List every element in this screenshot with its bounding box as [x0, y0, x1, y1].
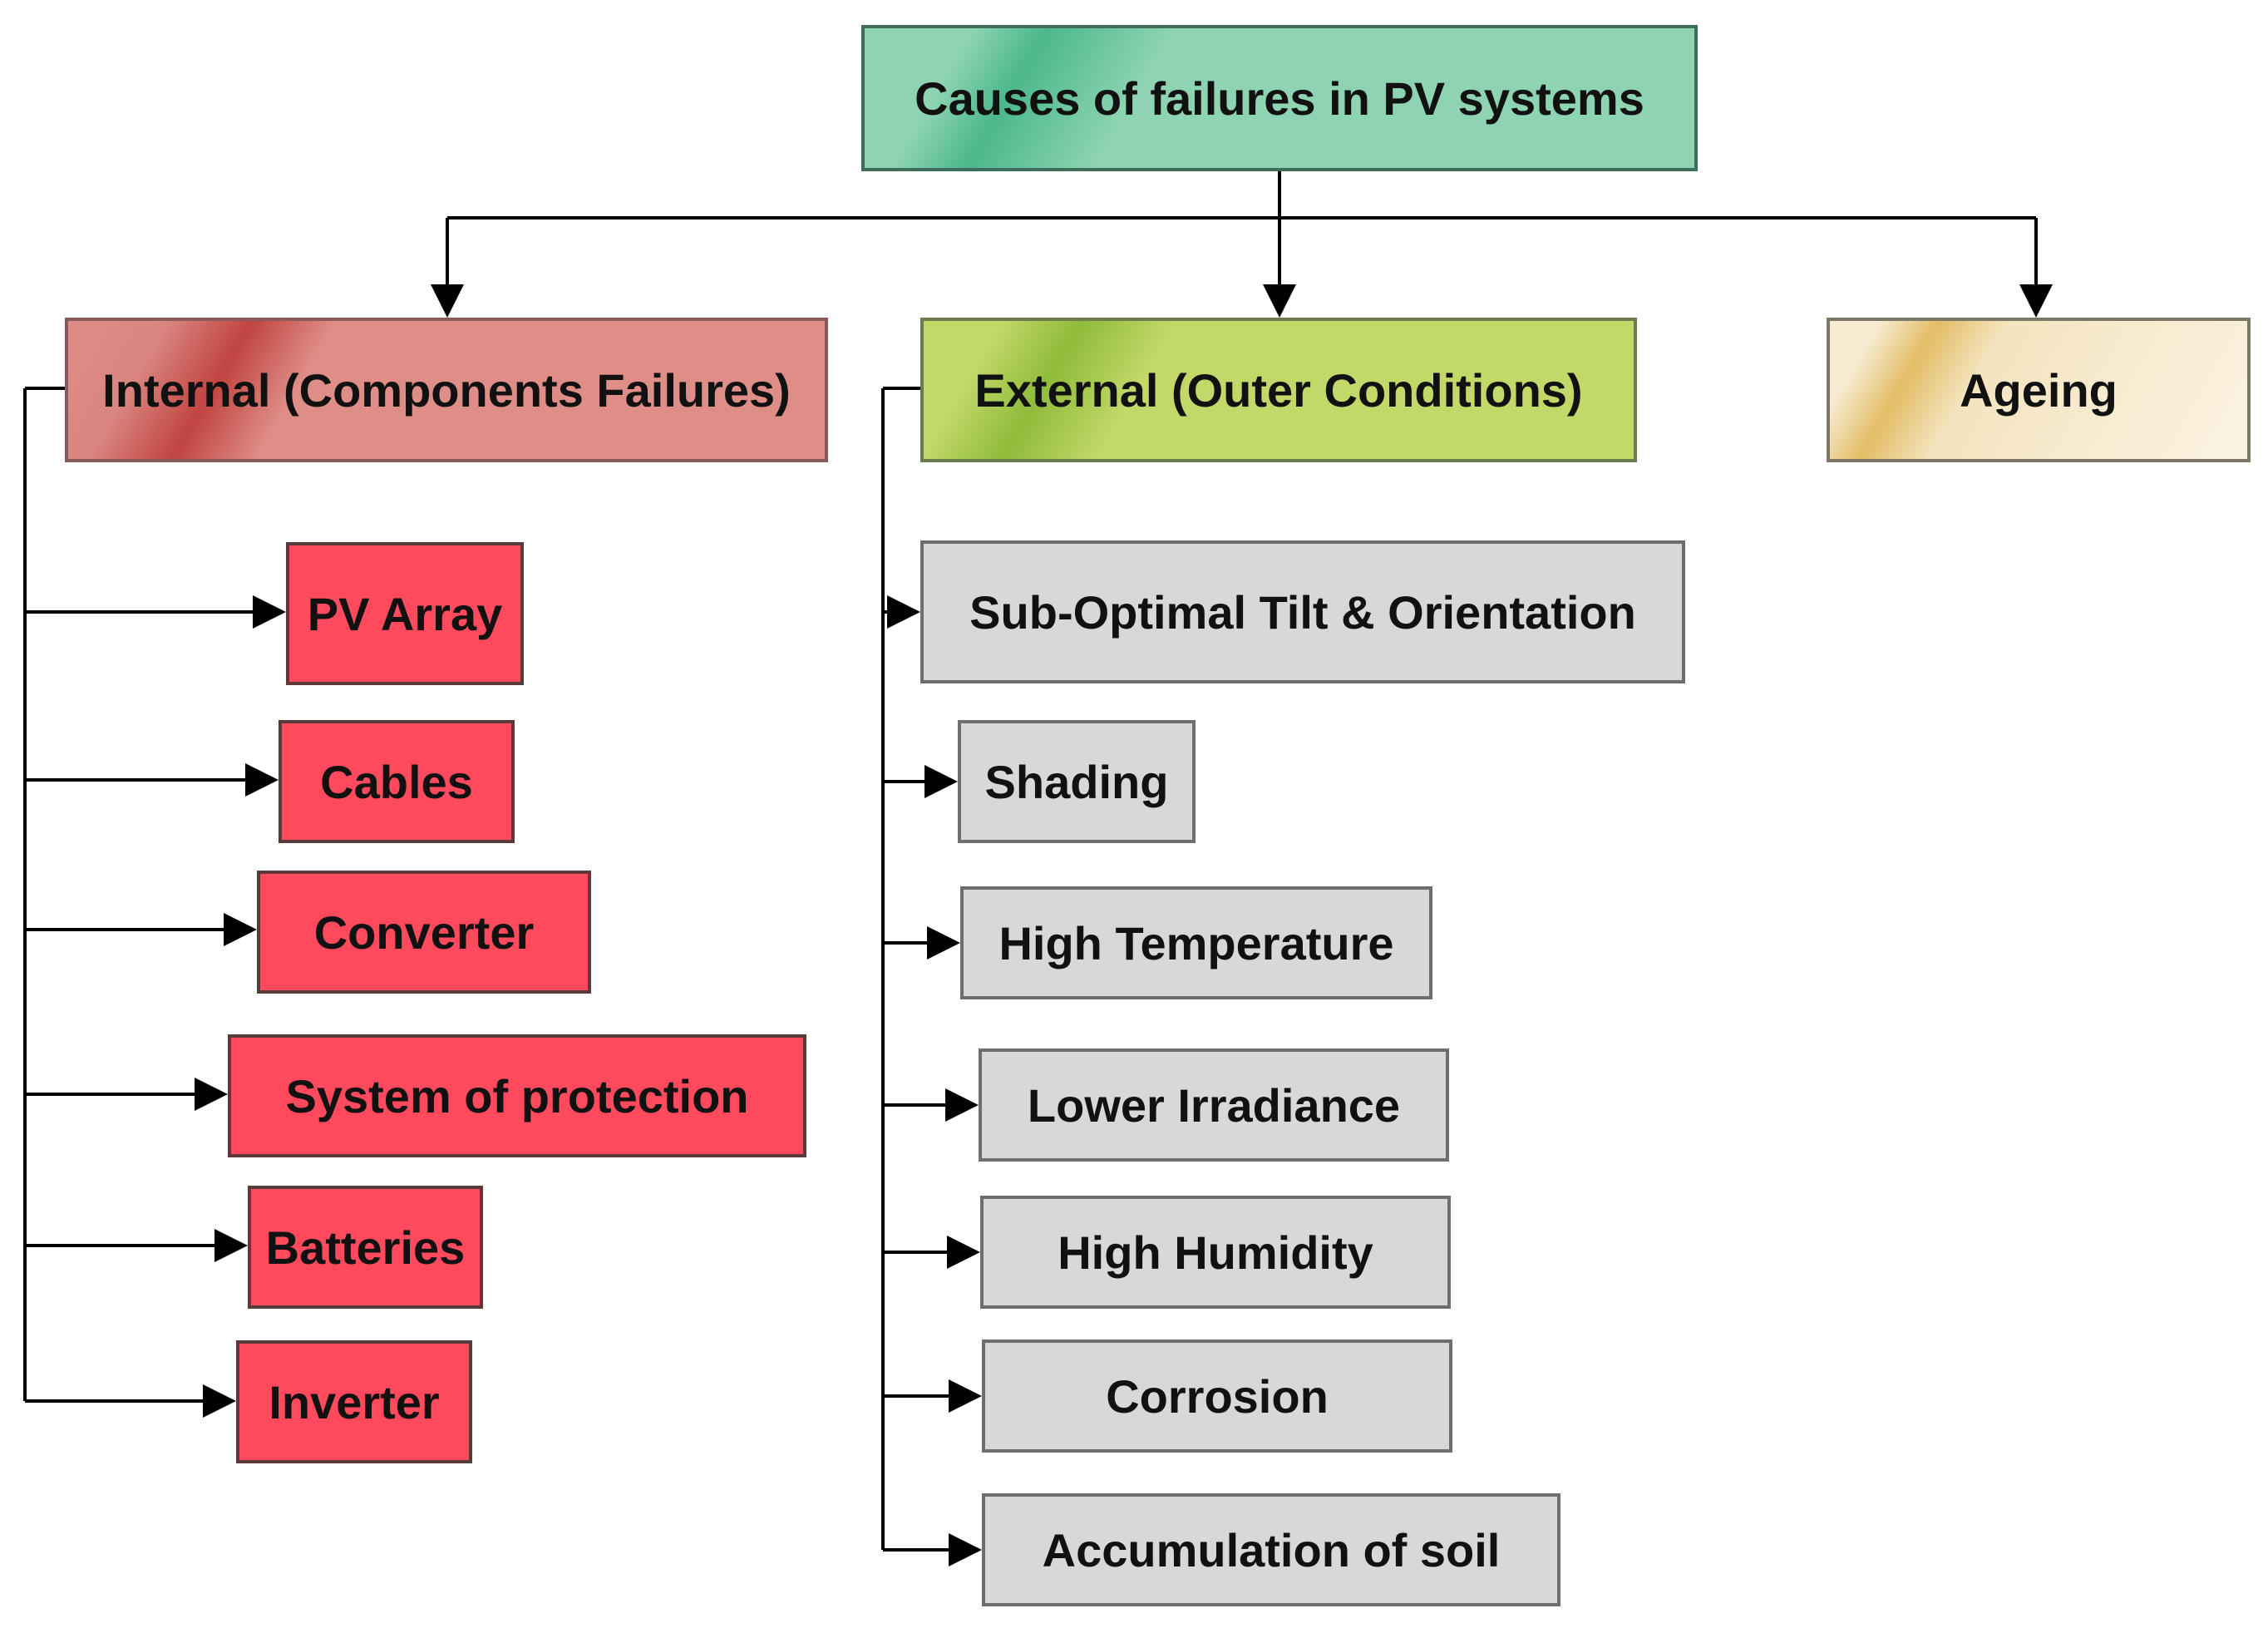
external-item-shading: Shading — [958, 720, 1196, 843]
ageing-category-label: Ageing — [1960, 363, 2118, 417]
internal-item-label: Inverter — [269, 1375, 440, 1428]
external-item-high-temperature: High Temperature — [960, 886, 1432, 999]
internal-item-cables: Cables — [279, 720, 515, 843]
internal-category-box: Internal (Components Failures) — [65, 318, 828, 462]
external-item-label: Sub-Optimal Tilt & Orientation — [969, 585, 1636, 639]
internal-item-inverter: Inverter — [236, 1340, 472, 1463]
external-item-label: Shading — [984, 755, 1169, 808]
external-category-box: External (Outer Conditions) — [920, 318, 1637, 462]
external-item-label: Accumulation of soil — [1042, 1523, 1501, 1576]
internal-item-label: PV Array — [307, 587, 503, 640]
internal-item-label: Cables — [320, 755, 473, 808]
internal-item-label: Converter — [313, 905, 535, 959]
ageing-category-box: Ageing — [1827, 318, 2251, 462]
internal-category-label: Internal (Components Failures) — [102, 363, 791, 417]
external-item-high-humidity: High Humidity — [980, 1196, 1451, 1309]
external-category-label: External (Outer Conditions) — [974, 363, 1583, 417]
internal-item-pv-array: PV Array — [286, 542, 524, 685]
internal-item-system-of-protection: System of protection — [228, 1034, 806, 1157]
external-item-accumulation-of-soil: Accumulation of soil — [982, 1493, 1560, 1606]
external-item-sub-optimal-tilt: Sub-Optimal Tilt & Orientation — [920, 540, 1685, 683]
external-item-label: High Temperature — [998, 916, 1394, 969]
internal-item-label: Batteries — [265, 1221, 466, 1274]
root-node-box: Causes of failures in PV systems — [861, 25, 1698, 171]
external-item-label: Lower Irradiance — [1027, 1078, 1401, 1132]
internal-item-converter: Converter — [257, 871, 591, 994]
internal-item-batteries: Batteries — [248, 1186, 483, 1309]
external-item-corrosion: Corrosion — [982, 1339, 1452, 1453]
root-node-label: Causes of failures in PV systems — [915, 72, 1644, 125]
external-item-label: High Humidity — [1058, 1226, 1373, 1279]
internal-item-label: System of protection — [285, 1069, 749, 1122]
external-item-label: Corrosion — [1106, 1369, 1329, 1423]
external-item-lower-irradiance: Lower Irradiance — [979, 1048, 1449, 1162]
